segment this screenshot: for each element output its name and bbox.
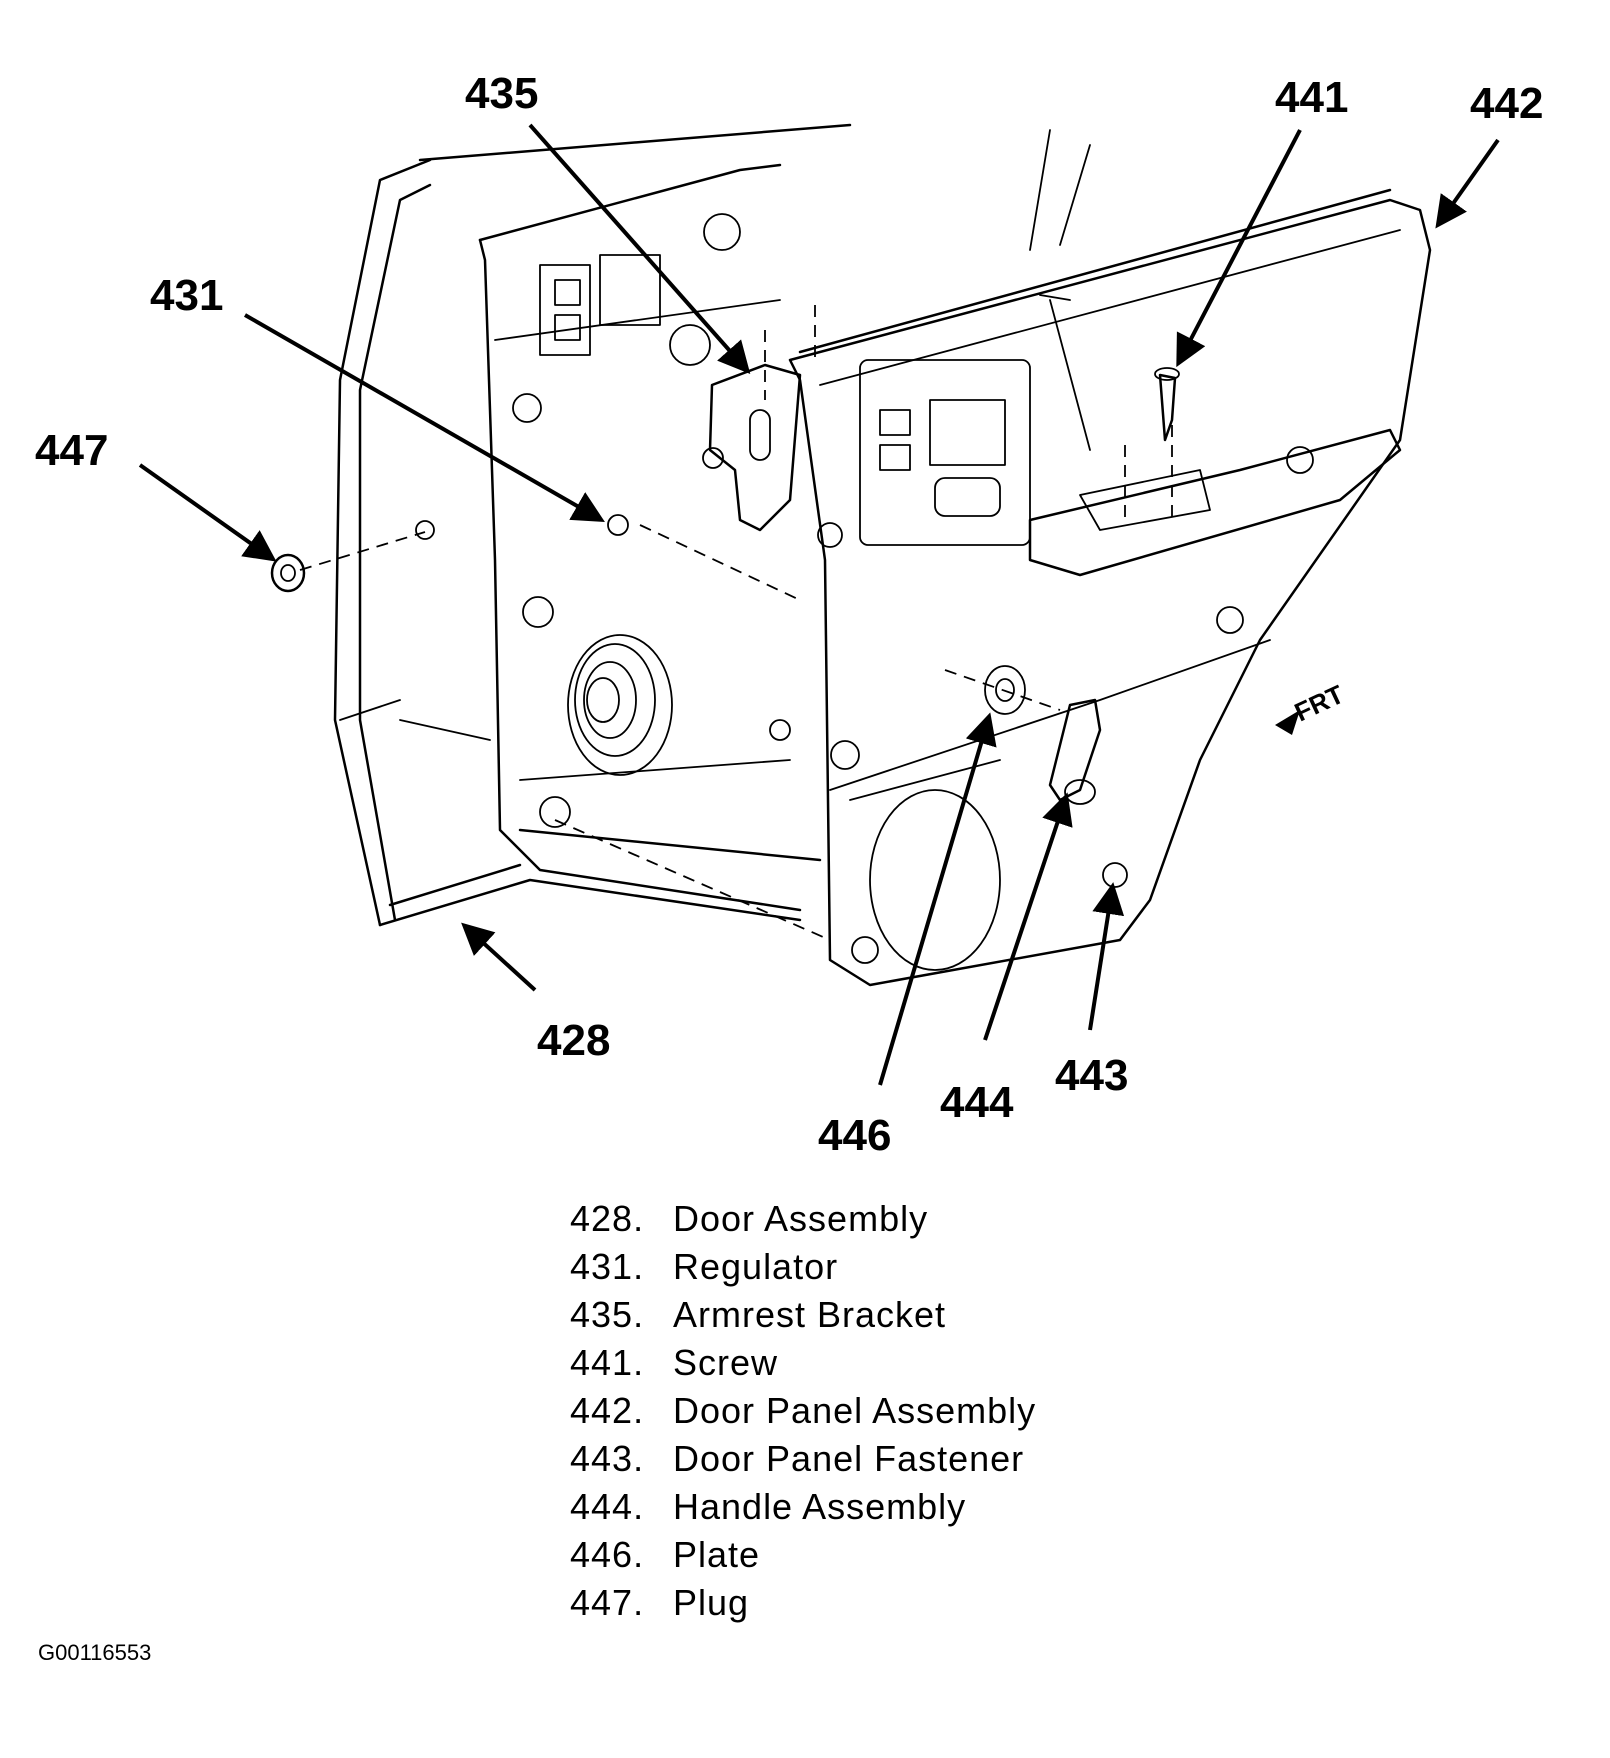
legend-label: Door Panel Assembly xyxy=(673,1390,1037,1431)
legend-row: 441. Screw xyxy=(570,1339,1036,1387)
parts-legend: 428. Door Assembly 431. Regulator 435. A… xyxy=(570,1195,1036,1627)
callout-labels: 435 441 442 431 447 428 443 444 446 xyxy=(35,69,1543,1160)
legend-number: 447. xyxy=(570,1582,645,1623)
legend-row: 446. Plate xyxy=(570,1531,1036,1579)
callout-444: 444 xyxy=(940,1078,1014,1127)
legend-number: 428. xyxy=(570,1198,645,1239)
legend-label: Handle Assembly xyxy=(673,1486,967,1527)
legend-label: Plug xyxy=(673,1582,750,1623)
legend-row: 435. Armrest Bracket xyxy=(570,1291,1036,1339)
legend-label: Screw xyxy=(673,1342,779,1383)
callout-443: 443 xyxy=(1055,1051,1128,1100)
door-panel-assembly-drawing xyxy=(270,188,1432,987)
callout-431: 431 xyxy=(150,271,223,320)
legend-row: 431. Regulator xyxy=(570,1243,1036,1291)
legend-number: 444. xyxy=(570,1486,645,1527)
front-direction-indicator: FRT xyxy=(1275,679,1348,735)
door-assembly-drawing xyxy=(333,123,1091,927)
legend-number: 435. xyxy=(570,1294,645,1335)
callout-441: 441 xyxy=(1275,73,1348,122)
front-arrow-icon xyxy=(1275,710,1300,735)
legend-number: 441. xyxy=(570,1342,645,1383)
callout-leaders xyxy=(138,123,1500,1086)
frt-label: FRT xyxy=(1290,679,1349,728)
legend-label: Door Assembly xyxy=(673,1198,929,1239)
callout-442: 442 xyxy=(1470,79,1543,128)
legend-label: Plate xyxy=(673,1534,761,1575)
callout-435: 435 xyxy=(465,69,538,118)
legend-row: 444. Handle Assembly xyxy=(570,1483,1036,1531)
legend-number: 446. xyxy=(570,1534,645,1575)
legend-number: 443. xyxy=(570,1438,645,1479)
legend-row: 442. Door Panel Assembly xyxy=(570,1387,1036,1435)
callout-428: 428 xyxy=(537,1016,610,1065)
legend-number: 442. xyxy=(570,1390,645,1431)
callout-447: 447 xyxy=(35,426,108,475)
legend-label: Armrest Bracket xyxy=(673,1294,947,1335)
legend-row: 447. Plug xyxy=(570,1579,1036,1627)
legend-label: Door Panel Fastener xyxy=(673,1438,1025,1479)
legend-label: Regulator xyxy=(673,1246,839,1287)
legend-row: 443. Door Panel Fastener xyxy=(570,1435,1036,1483)
callout-446: 446 xyxy=(818,1111,891,1160)
legend-row: 428. Door Assembly xyxy=(570,1195,1036,1243)
legend-number: 431. xyxy=(570,1246,645,1287)
figure-id: G00116553 xyxy=(38,1640,152,1665)
